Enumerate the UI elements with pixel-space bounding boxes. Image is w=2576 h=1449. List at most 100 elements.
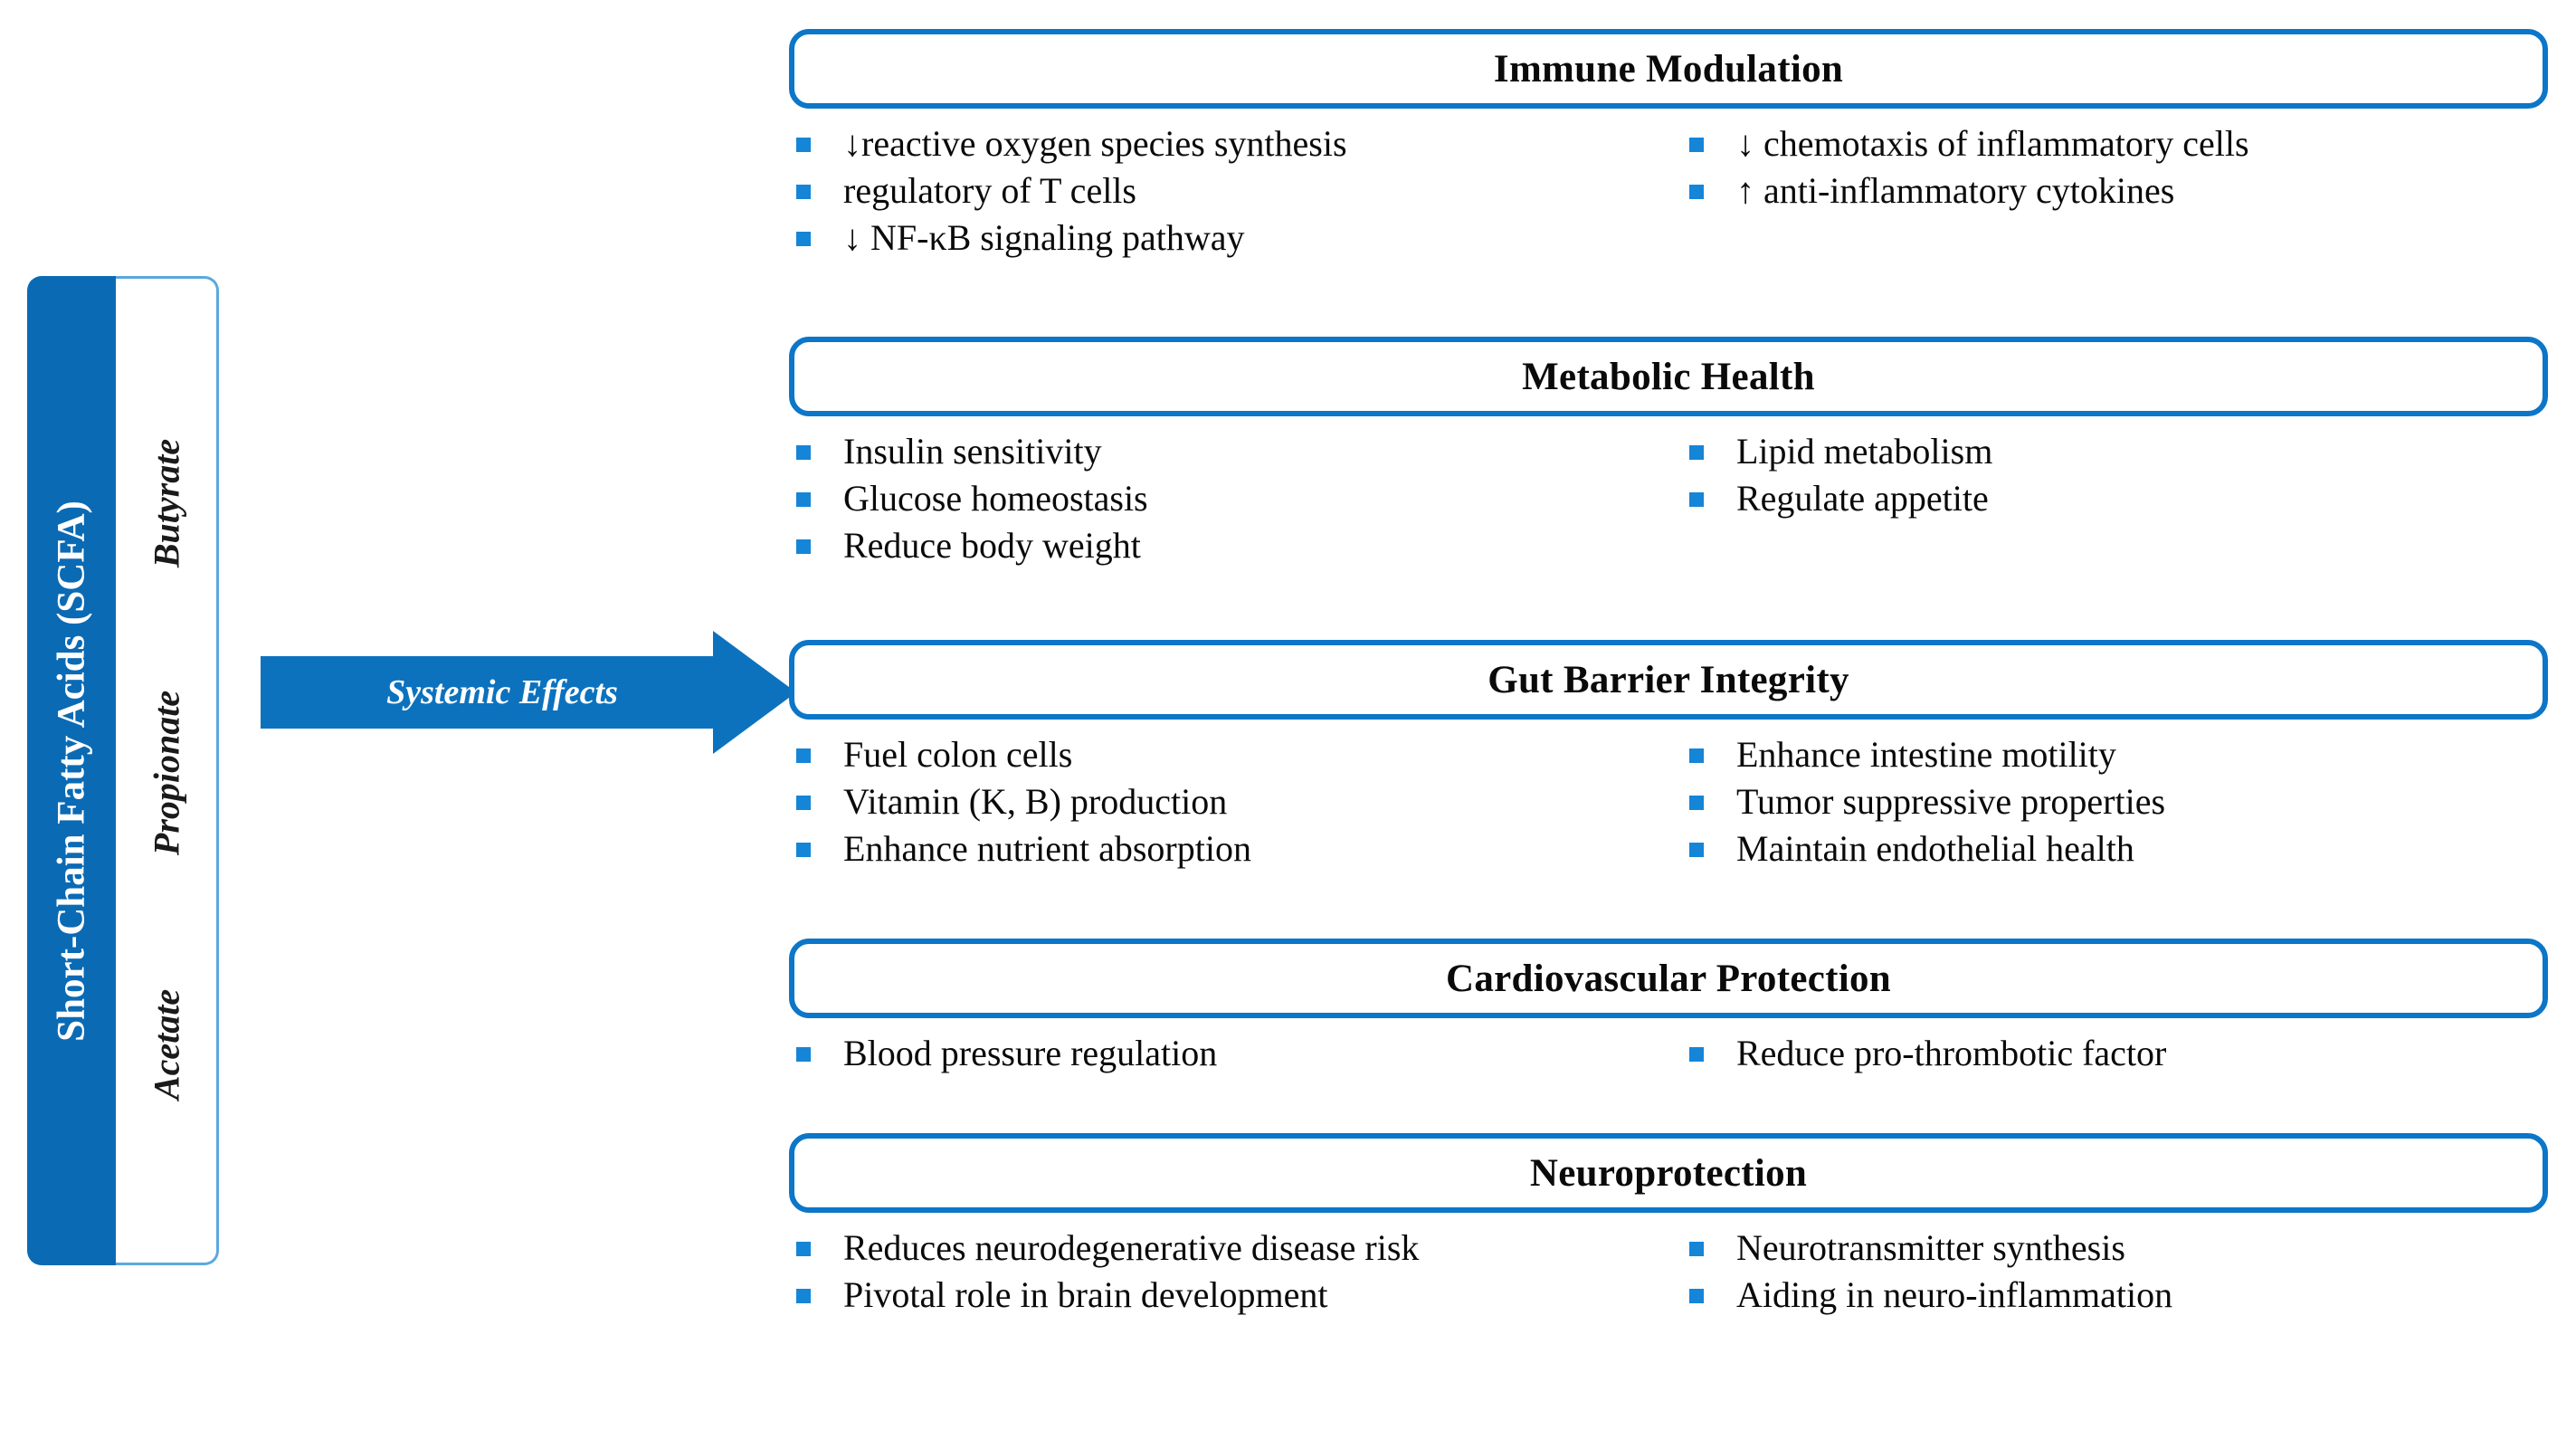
scfa-item-butyrate: Butyrate xyxy=(146,438,186,568)
bullet-label: Blood pressure regulation xyxy=(843,1033,1218,1073)
systemic-effects-label: Systemic Effects xyxy=(386,673,618,711)
bullet-square-icon xyxy=(796,1047,811,1062)
bullet-square-icon xyxy=(1689,138,1704,152)
bullet-square-icon xyxy=(796,748,811,763)
bullet-label: Neurotransmitter synthesis xyxy=(1736,1227,2125,1268)
section-header: Neuroprotection xyxy=(789,1133,2548,1213)
section-header: Metabolic Health xyxy=(789,337,2548,416)
bullet-label: Reduce body weight xyxy=(843,525,1141,566)
systemic-effects-sections: Immune Modulation ↓reactive oxygen specie… xyxy=(789,0,2552,1449)
scfa-item-acetate: Acetate xyxy=(146,988,186,1101)
section-header: Cardiovascular Protection xyxy=(789,939,2548,1018)
bullet-square-icon xyxy=(796,796,811,810)
bullet-square-icon xyxy=(796,232,811,246)
bullet-label: Enhance intestine motility xyxy=(1736,734,2116,775)
bullet-square-icon xyxy=(1689,843,1704,857)
bullet-item: Blood pressure regulation xyxy=(796,1033,1683,1074)
bullet-item: Enhance nutrient absorption xyxy=(796,828,1683,870)
bullet-item: Reduce body weight xyxy=(796,525,1683,567)
bullet-square-icon xyxy=(796,492,811,507)
bullet-item: Maintain endothelial health xyxy=(1689,828,2549,870)
bullet-item: Lipid metabolism xyxy=(1689,431,2549,472)
bullet-label: Reduce pro-thrombotic factor xyxy=(1736,1033,2167,1073)
bullet-label: Maintain endothelial health xyxy=(1736,828,2134,869)
section-immune-modulation: Immune Modulation ↓reactive oxygen specie… xyxy=(789,29,2552,258)
bullet-square-icon xyxy=(1689,185,1704,199)
bullet-label: Enhance nutrient absorption xyxy=(843,828,1251,869)
bullet-square-icon xyxy=(1689,748,1704,763)
scfa-item-propionate: Propionate xyxy=(146,690,186,856)
bullet-item: ↓reactive oxygen species synthesis xyxy=(796,123,1683,165)
bullet-item: Aiding in neuro-inflammation xyxy=(1689,1274,2549,1316)
section-title: Metabolic Health xyxy=(1522,355,1815,398)
bullet-item: Neurotransmitter synthesis xyxy=(1689,1227,2549,1269)
section-title: Cardiovascular Protection xyxy=(1446,957,1891,1000)
bullet-item: ↓ chemotaxis of inflammatory cells xyxy=(1689,123,2549,165)
bullet-column-right: ↓ chemotaxis of inflammatory cells ↑ anti… xyxy=(1689,123,2549,217)
bullet-label: Glucose homeostasis xyxy=(843,478,1148,519)
section-header: Gut Barrier Integrity xyxy=(789,640,2548,720)
bullet-column-right: Reduce pro-thrombotic factor xyxy=(1689,1033,2549,1080)
bullet-item: ↑ anti-inflammatory cytokines xyxy=(1689,170,2549,212)
bullet-label: ↓reactive oxygen species synthesis xyxy=(843,123,1347,164)
bullet-item: Fuel colon cells xyxy=(796,734,1683,776)
bullet-square-icon xyxy=(796,1242,811,1256)
bullet-label: Vitamin (K, B) production xyxy=(843,781,1228,822)
bullet-square-icon xyxy=(796,185,811,199)
bullet-item: Insulin sensitivity xyxy=(796,431,1683,472)
bullet-item: regulatory of T cells xyxy=(796,170,1683,212)
bullet-label: Tumor suppressive properties xyxy=(1736,781,2166,822)
systemic-effects-arrow: Systemic Effects xyxy=(261,631,796,754)
right-arrow-icon xyxy=(261,631,796,754)
bullet-square-icon xyxy=(1689,1289,1704,1303)
bullet-item: Reduce pro-thrombotic factor xyxy=(1689,1033,2549,1074)
section-header: Immune Modulation xyxy=(789,29,2548,109)
section-title: Gut Barrier Integrity xyxy=(1488,658,1849,701)
bullet-square-icon xyxy=(796,445,811,460)
bullet-column-left: Blood pressure regulation xyxy=(796,1033,1683,1080)
bullet-square-icon xyxy=(1689,492,1704,507)
bullet-item: Pivotal role in brain development xyxy=(796,1274,1683,1316)
bullet-item: Reduces neurodegenerative disease risk xyxy=(796,1227,1683,1269)
bullet-square-icon xyxy=(796,843,811,857)
scfa-sidebar: Short-Chain Fatty Acids (SCFA) Acetate P… xyxy=(27,276,219,1265)
bullet-label: ↓ NF-κB signaling pathway xyxy=(843,217,1245,258)
bullet-label: ↑ anti-inflammatory cytokines xyxy=(1736,170,2175,211)
bullet-item: ↓ NF-κB signaling pathway xyxy=(796,217,1683,259)
scfa-title-panel: Short-Chain Fatty Acids (SCFA) xyxy=(27,276,116,1265)
bullet-square-icon xyxy=(1689,796,1704,810)
bullet-square-icon xyxy=(1689,1242,1704,1256)
bullet-item: Tumor suppressive properties xyxy=(1689,781,2549,823)
bullet-square-icon xyxy=(796,539,811,554)
bullet-item: Vitamin (K, B) production xyxy=(796,781,1683,823)
bullet-label: Insulin sensitivity xyxy=(843,431,1102,472)
bullet-label: Fuel colon cells xyxy=(843,734,1073,775)
bullet-label: Pivotal role in brain development xyxy=(843,1274,1328,1315)
bullet-label: Reduces neurodegenerative disease risk xyxy=(843,1227,1420,1268)
bullet-item: Enhance intestine motility xyxy=(1689,734,2549,776)
section-title: Neuroprotection xyxy=(1529,1151,1808,1195)
bullet-column-left: ↓reactive oxygen species synthesis regula… xyxy=(796,123,1683,264)
bullet-item: Regulate appetite xyxy=(1689,478,2549,520)
bullet-label: ↓ chemotaxis of inflammatory cells xyxy=(1736,123,2249,164)
bullet-label: regulatory of T cells xyxy=(843,170,1136,211)
bullet-square-icon xyxy=(796,138,811,152)
section-title: Immune Modulation xyxy=(1493,47,1844,91)
bullet-square-icon xyxy=(1689,445,1704,460)
bullet-square-icon xyxy=(1689,1047,1704,1062)
bullet-item: Glucose homeostasis xyxy=(796,478,1683,520)
bullet-square-icon xyxy=(796,1289,811,1303)
scfa-title-label: Short-Chain Fatty Acids (SCFA) xyxy=(50,500,93,1042)
scfa-components-panel: Acetate Propionate Butyrate xyxy=(116,276,219,1265)
bullet-label: Regulate appetite xyxy=(1736,478,1989,519)
